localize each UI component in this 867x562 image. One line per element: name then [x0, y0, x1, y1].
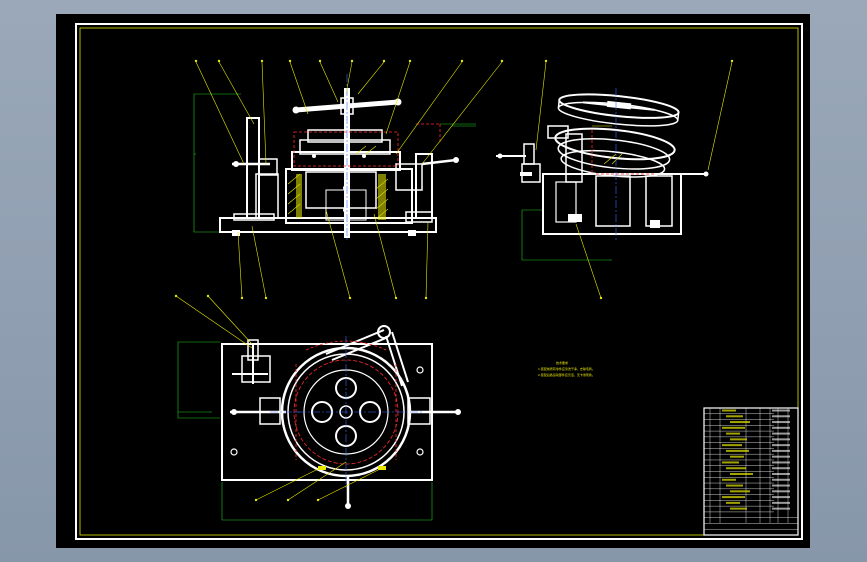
table-cell-text: [772, 461, 790, 464]
table-cell-text: [772, 496, 790, 499]
drawing-sheet: 技术要求 1.装配前所有零件应清洗干净，去除毛刺。 2.装配后各运动部件应灵活，…: [56, 14, 810, 548]
table-cell-text: [772, 507, 790, 510]
table-cell-text: [772, 415, 790, 418]
table-cell-text: [722, 426, 745, 429]
table-cell-text: [772, 421, 790, 424]
table-cell-text: [730, 438, 747, 441]
table-cell-text: [722, 444, 742, 447]
side-view: [496, 59, 734, 300]
table-cell-text: [722, 409, 736, 412]
table-cell-text: [726, 415, 743, 418]
table-cell-text: [726, 467, 746, 470]
outer-frame: [75, 23, 803, 540]
technical-notes: 技术要求 1.装配前所有零件应清洗干净，去除毛刺。 2.装配后各运动部件应灵活，…: [538, 360, 595, 377]
table-cell-text: [772, 455, 790, 458]
inner-border: [79, 27, 799, 536]
table-cell-text: [722, 478, 736, 481]
table-cell-text: [772, 438, 790, 441]
table-cell-text: [730, 473, 753, 475]
title-block: [703, 407, 799, 536]
table-cell-text: [722, 496, 745, 499]
front-view: [193, 59, 504, 300]
table-cell-text: [772, 449, 790, 452]
table-cell-text: [772, 490, 790, 493]
notes-title: 技术要求: [556, 360, 568, 365]
table-cell-text: [726, 449, 749, 452]
table-cell-text: [772, 409, 790, 412]
notes-line-2: 2.装配后各运动部件应灵活，无卡滞现象。: [538, 372, 595, 377]
table-cell-text: [726, 484, 743, 487]
table-cell-text: [726, 501, 740, 504]
table-cell-text: [730, 490, 750, 493]
table-cell-text: [772, 444, 790, 447]
table-cell-text: [726, 432, 740, 435]
table-cell-text: [772, 484, 790, 487]
table-cell-text: [772, 426, 790, 429]
table-cell-text: [772, 432, 790, 435]
top-view: [174, 294, 461, 521]
table-cell-text: [730, 507, 747, 510]
table-cell-text: [722, 461, 739, 464]
notes-line-1: 1.装配前所有零件应清洗干净，去除毛刺。: [538, 366, 595, 371]
cad-drawing: 技术要求 1.装配前所有零件应清洗干净，去除毛刺。 2.装配后各运动部件应灵活，…: [75, 23, 803, 540]
table-cell-text: [730, 455, 744, 458]
table-cell-text: [730, 421, 750, 424]
table-cell-text: [772, 478, 790, 481]
table-cell-text: [772, 467, 790, 470]
table-cell-text: [772, 473, 790, 475]
table-cell-text: [772, 501, 790, 504]
